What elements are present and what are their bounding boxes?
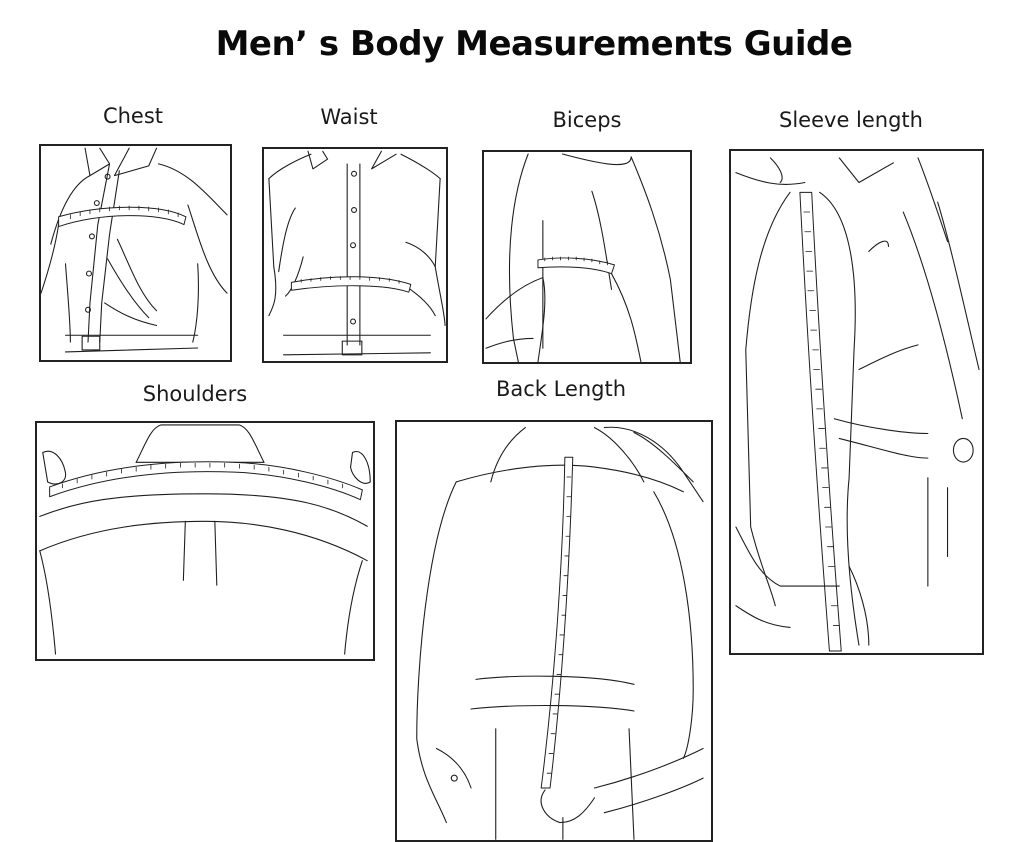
label-sleeve-length: Sleeve length bbox=[779, 108, 923, 132]
label-biceps: Biceps bbox=[552, 108, 622, 132]
page-title: Men’ s Body Measurements Guide bbox=[215, 24, 853, 64]
panel-shoulders bbox=[35, 421, 375, 661]
biceps-illustration bbox=[485, 153, 681, 362]
sleeve-length-illustration bbox=[735, 157, 980, 652]
panel-waist bbox=[262, 147, 448, 363]
label-shoulders: Shoulders bbox=[142, 382, 248, 406]
panel-sleeve-length bbox=[729, 149, 984, 655]
panel-biceps bbox=[482, 150, 692, 364]
back-length-illustration bbox=[416, 426, 704, 840]
panel-back-length bbox=[395, 420, 713, 842]
label-back-length: Back Length bbox=[495, 377, 627, 401]
label-waist: Waist bbox=[320, 105, 378, 129]
label-chest: Chest bbox=[102, 104, 164, 128]
panel-chest bbox=[39, 144, 232, 362]
shoulders-illustration bbox=[39, 424, 371, 655]
waist-illustration bbox=[268, 150, 446, 356]
chest-illustration bbox=[41, 147, 228, 353]
